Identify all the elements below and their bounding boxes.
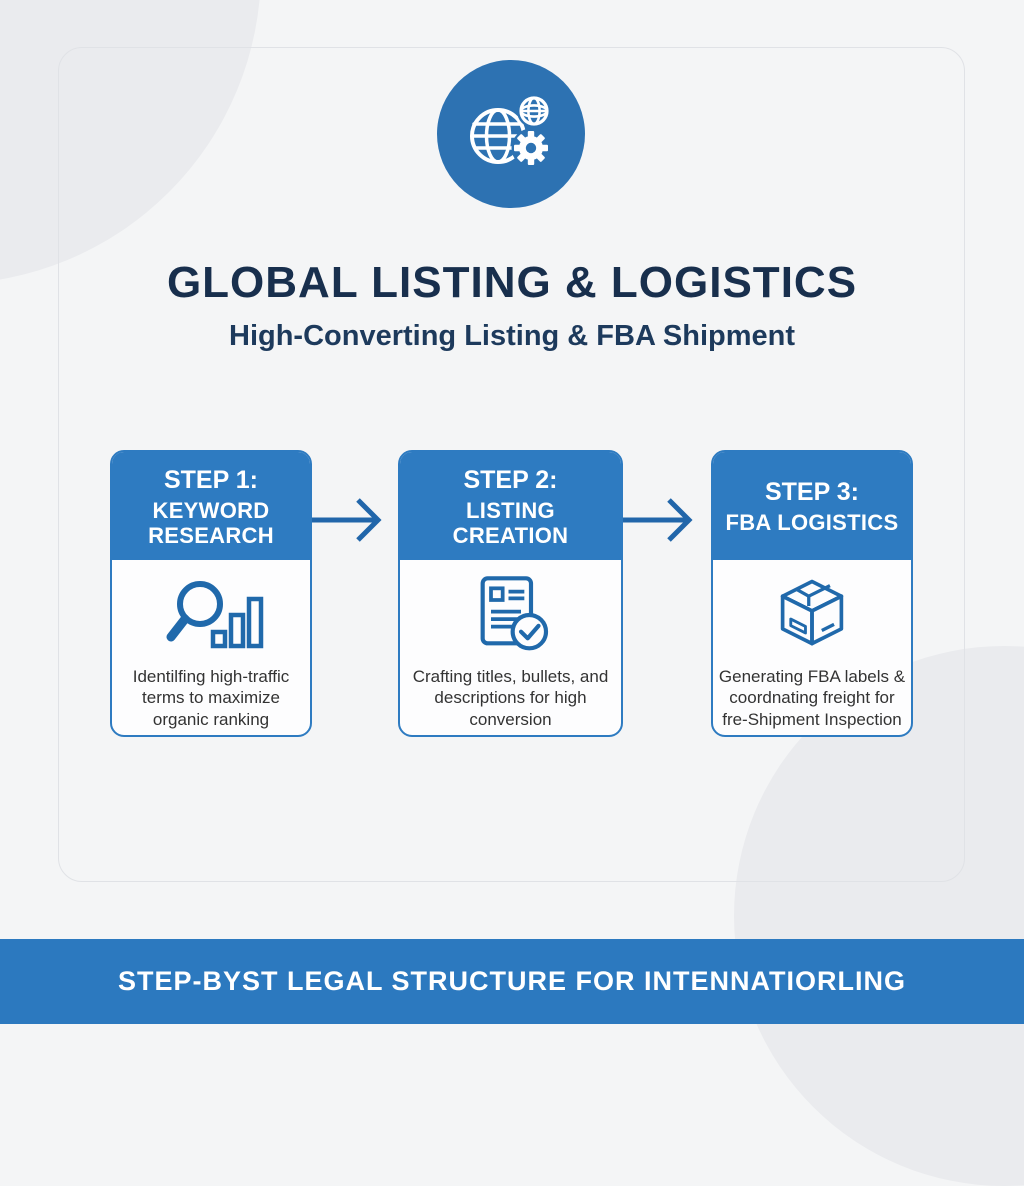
shipping-box-icon	[771, 576, 853, 654]
arrow-right-icon	[621, 494, 701, 546]
document-check-icon	[469, 576, 553, 654]
page-title: GLOBAL LISTING & LOGISTICS	[166, 258, 858, 307]
hero-badge	[437, 60, 585, 208]
footer-banner-text: STEP-BYST LEGAL STRUCTURE FOR INTENNATIO…	[117, 966, 906, 996]
step-3-label: STEP 3:	[764, 478, 860, 507]
magnifier-bar-chart-icon	[155, 576, 267, 654]
step-3-body: Generating FBA labels & coordnating frei…	[713, 560, 911, 735]
step-3-title: FBA LOGISTICS	[725, 510, 899, 536]
page-subtitle: High-Converting Listing & FBA Shipment	[229, 320, 795, 352]
arrow-right-icon	[310, 494, 390, 546]
content-frame	[58, 47, 965, 882]
step-2-title: LISTING CREATION	[452, 497, 569, 548]
step-2-header: STEP 2: LISTING CREATION	[400, 452, 621, 560]
step-2-description: Crafting titles, bullets, and descriptio…	[412, 667, 609, 729]
step-2-label: STEP 2:	[463, 465, 558, 494]
step-card-2: STEP 2: LISTING CREATION Crafting titles…	[398, 450, 623, 737]
step-3-header: STEP 3: FBA LOGISTICS	[713, 452, 911, 560]
step-1-body: Identilfing high-traffic terms to maximi…	[112, 560, 310, 735]
step-3-description: Generating FBA labels & coordnating frei…	[718, 667, 906, 729]
step-card-1: STEP 1: KEYWORD RESEARCH Identilfing hig…	[110, 450, 312, 737]
footer-banner: STEP-BYST LEGAL STRUCTURE FOR INTENNATIO…	[0, 939, 1024, 1024]
step-1-label: STEP 1:	[163, 465, 259, 494]
step-1-header: STEP 1: KEYWORD RESEARCH	[112, 452, 310, 560]
step-1-description: Identilfing high-traffic terms to maximi…	[132, 667, 290, 729]
step-2-body: Crafting titles, bullets, and descriptio…	[400, 560, 621, 735]
step-card-3: STEP 3: FBA LOGISTICS Generating FBA lab…	[711, 450, 913, 737]
globe-gear-icon	[461, 84, 561, 184]
step-1-title: KEYWORD RESEARCH	[148, 497, 274, 548]
